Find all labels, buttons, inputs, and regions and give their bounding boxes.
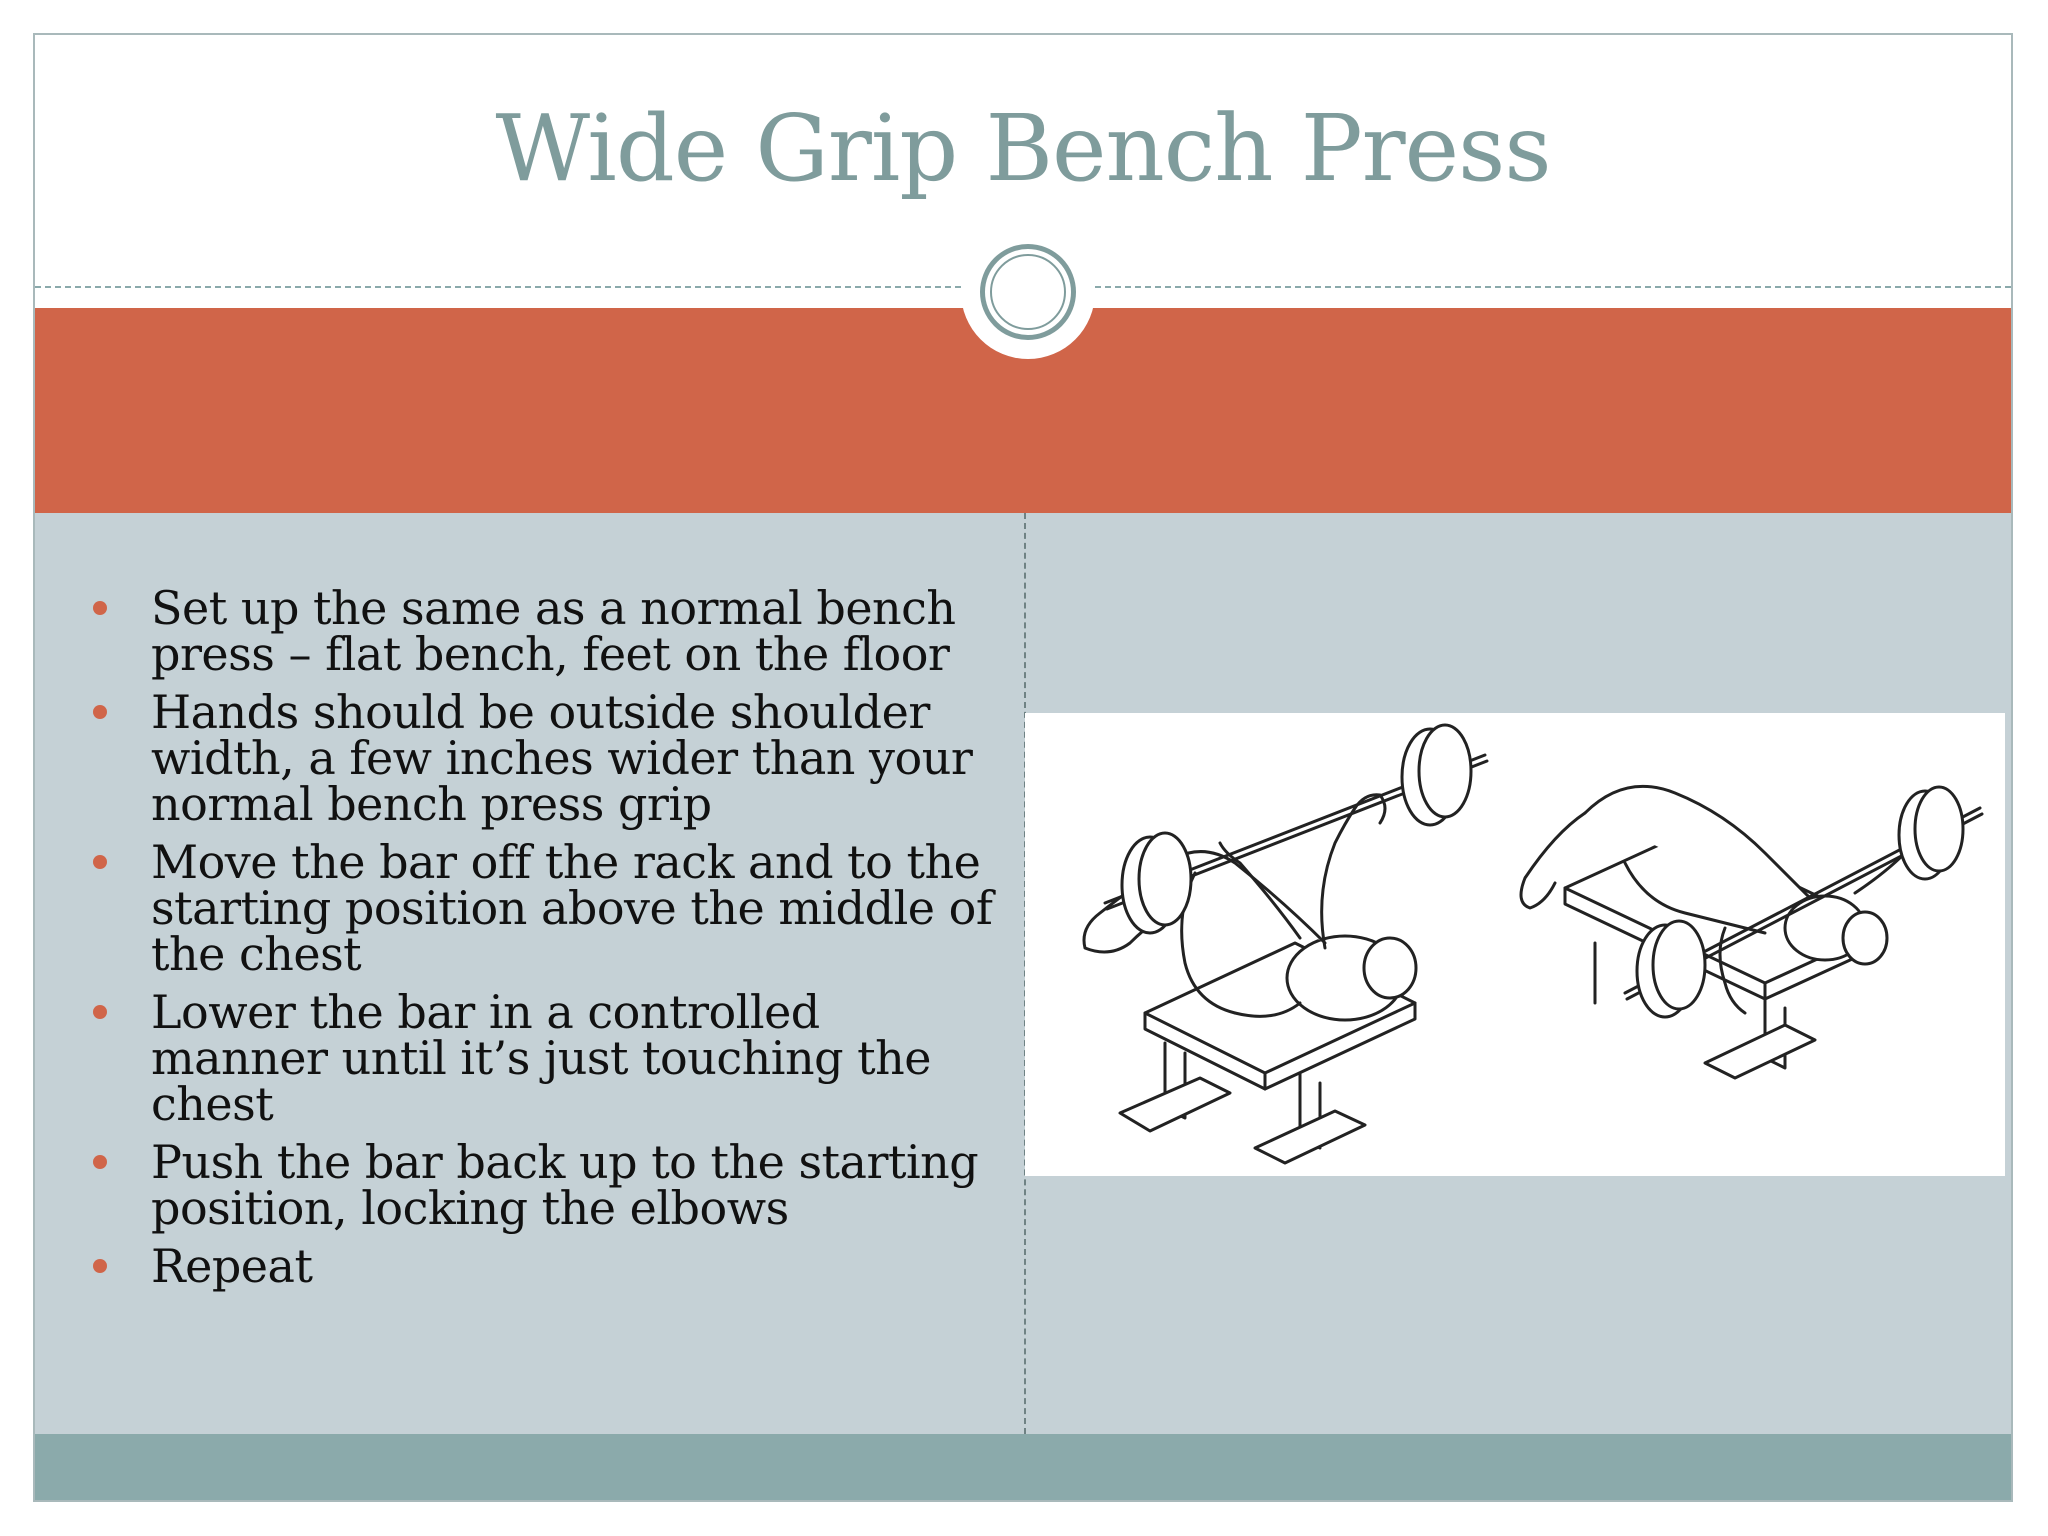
bullet-dot-icon	[93, 855, 107, 869]
bullet-item: Hands should be outside shoulder width, …	[85, 689, 1005, 827]
bullet-dot-icon	[93, 1259, 107, 1273]
slide-title: Wide Grip Bench Press	[495, 95, 1551, 202]
bullet-dot-icon	[93, 601, 107, 615]
bullet-dot-icon	[93, 1155, 107, 1169]
slide: Wide Grip Bench Press Set up the same as…	[33, 33, 2013, 1502]
bullet-item: Move the bar off the rack and to the sta…	[85, 839, 1005, 977]
bullet-dot-icon	[93, 1005, 107, 1019]
bar-raised-position-figure	[1082, 723, 1489, 1165]
bullet-text: Set up the same as a normal bench press …	[151, 581, 956, 681]
bullet-text: Move the bar off the rack and to the sta…	[151, 835, 993, 981]
bullet-item: Repeat	[85, 1243, 1005, 1289]
bar-lowered-position-figure	[1519, 784, 1984, 1080]
bench-press-illustration	[1025, 713, 2005, 1176]
bullet-item: Push the bar back up to the starting pos…	[85, 1139, 1005, 1231]
bullet-item: Set up the same as a normal bench press …	[85, 585, 1005, 677]
bullet-text: Hands should be outside shoulder width, …	[151, 685, 973, 831]
bullet-item: Lower the bar in a controlled manner unt…	[85, 989, 1005, 1127]
footer-band	[35, 1434, 2011, 1500]
circle-ornament-icon	[980, 244, 1076, 340]
bullet-text: Push the bar back up to the starting pos…	[151, 1135, 979, 1235]
bullet-text: Repeat	[151, 1239, 313, 1293]
bullet-text: Lower the bar in a controlled manner unt…	[151, 985, 932, 1131]
bench-press-figures	[1082, 723, 1984, 1165]
bullet-dot-icon	[93, 705, 107, 719]
bullet-list: Set up the same as a normal bench press …	[85, 585, 1005, 1301]
